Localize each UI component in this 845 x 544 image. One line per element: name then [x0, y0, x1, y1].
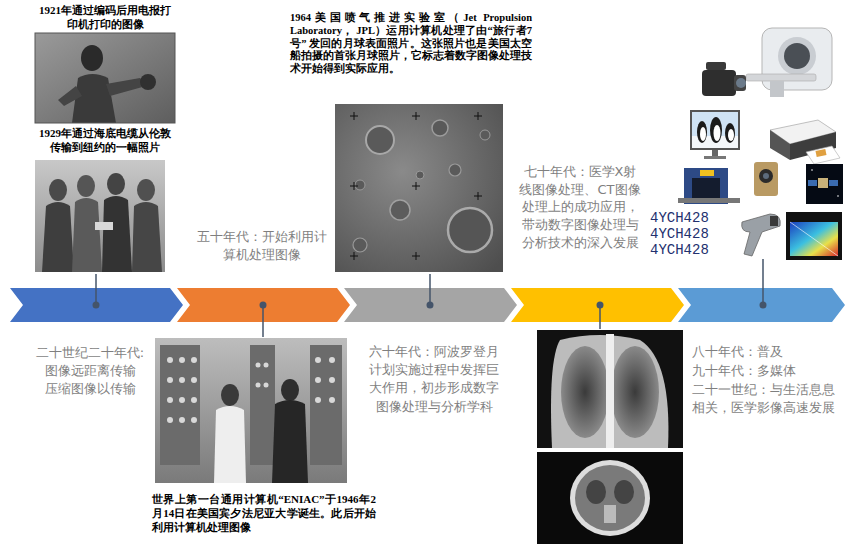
era-text: 八十年代：普及: [692, 343, 840, 361]
photo-caption: 1929年通过海底电缆从伦敦传输到纽约的一幅照片: [35, 127, 175, 155]
photo-caption: 1964美国喷气推进实验室（Jet Propulsion Laboratory，…: [290, 12, 532, 76]
plate-text: 4YCH428: [650, 227, 712, 242]
photo-caption: 世界上第一台通用计算机“ENIAC”于1946年2月14日在美国宾夕法尼亚大学诞…: [152, 493, 376, 534]
plate-text: 4YCH428: [650, 243, 712, 258]
photo-1921: [35, 33, 175, 123]
leader-lines: [93, 259, 767, 337]
era-text: 六十年代：阿波罗登月计划实施过程中发挥巨大作用，初步形成数字图像处理与分析学科: [364, 343, 504, 416]
era-text: 二十一世纪：与生活息息相关，医学影像高速发展: [692, 381, 838, 417]
photo-1929: [35, 160, 165, 272]
era-text: 二十世纪二十年代: 图像远距离传输 压缩图像以传输: [20, 344, 160, 399]
photo-caption: 1921年通过编码后用电报打印机打印的图像: [35, 4, 175, 32]
ct-photo: [537, 452, 683, 544]
xray-photo: [537, 330, 683, 448]
timeline-arrow: [10, 288, 845, 322]
eniac-photo: [155, 338, 347, 483]
plate-text: 4YCH428: [650, 211, 712, 226]
era-text: 五十年代：开始利用计算机处理图像: [192, 228, 332, 264]
moon-photo: [335, 104, 503, 272]
era-text: 七十年代：医学X射线图像处理、CT图像处理上的成功应用，带动数字图像处理与分析技…: [518, 163, 642, 251]
era-text: 九十年代：多媒体: [692, 362, 840, 380]
